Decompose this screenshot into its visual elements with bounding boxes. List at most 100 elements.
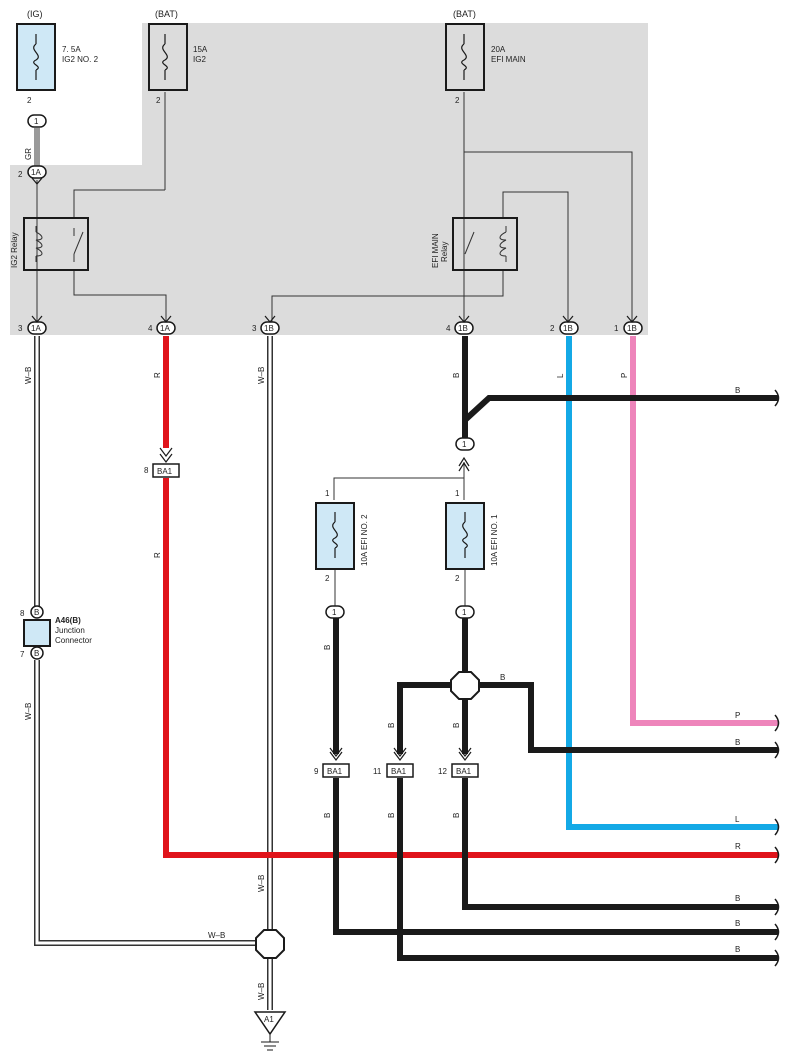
fuse-rating: 20A xyxy=(491,45,506,54)
connector-id: 1B xyxy=(458,324,468,333)
connector-ba1-8: 8 BA1 xyxy=(144,463,180,478)
connector-ba1-11: 11 BA1 xyxy=(373,763,414,778)
pin-number: 2 xyxy=(455,574,460,583)
fuse-rating: 7. 5A xyxy=(62,45,81,54)
pin-number: 3 xyxy=(252,324,257,333)
pin-number: 12 xyxy=(438,767,447,776)
pin-number: 8 xyxy=(144,466,149,475)
wire-label-b: B xyxy=(387,723,396,728)
connector-id: 1B xyxy=(264,324,274,333)
fuse-label: 10A EFI NO. 2 xyxy=(360,514,369,566)
pin-number: 2 xyxy=(18,170,23,179)
fuse-source-label: (BAT) xyxy=(155,9,178,19)
relay-block-panel xyxy=(10,23,648,335)
pin-number: 1 xyxy=(614,324,619,333)
wire-l xyxy=(566,336,778,830)
wire-color-labels: GR W–B R W–B B L P B R B B B B W–B P B B… xyxy=(24,148,741,1000)
pin-number: 2 xyxy=(156,96,161,105)
connector-1b-b: 4 1B xyxy=(446,321,474,335)
pin-number: 1 xyxy=(455,489,460,498)
ground-id: A1 xyxy=(264,1015,274,1024)
relay-label: Relay xyxy=(440,242,449,262)
fuse-efi-main: (BAT) 20A EFI MAIN 2 xyxy=(445,9,526,105)
pin-number: 4 xyxy=(148,324,153,333)
pin-number: 2 xyxy=(455,96,460,105)
wire-label-r: R xyxy=(735,842,741,851)
junction-connector-a46: 8 B B 7 A46(B) Junction Connector xyxy=(20,605,92,660)
wire-label-b: B xyxy=(387,813,396,818)
fuse-ig2: (BAT) 15A IG2 2 xyxy=(148,9,208,105)
svg-text:1: 1 xyxy=(332,608,337,617)
fuse-name: IG2 xyxy=(193,55,206,64)
junction-connector-name: Junction xyxy=(55,626,85,635)
connector-id: BA1 xyxy=(157,467,173,476)
pin-number: 9 xyxy=(314,767,319,776)
connector-id: BA1 xyxy=(456,767,472,776)
fuse-ig2-no2: (IG) 7. 5A IG2 NO. 2 2 xyxy=(16,9,99,105)
ground-a1: A1 xyxy=(253,1011,287,1051)
wire-label-wb: W–B xyxy=(257,875,266,892)
pin-number: 1 xyxy=(325,489,330,498)
wire-label-wb: W–B xyxy=(257,367,266,384)
wire-label-wb: W–B xyxy=(257,983,266,1000)
connector-1a-wb: 3 1A xyxy=(18,321,47,335)
fuse-name: IG2 NO. 2 xyxy=(62,55,99,64)
wire-label-b: B xyxy=(452,813,461,818)
svg-text:1: 1 xyxy=(34,117,39,126)
junction-connector-name: Connector xyxy=(55,636,92,645)
connector-id: 1A xyxy=(31,168,41,177)
pin-number: 3 xyxy=(18,324,23,333)
pin-number: 4 xyxy=(446,324,451,333)
fuse-leads xyxy=(334,570,466,606)
inline-connector-1-top: 1 xyxy=(27,114,47,128)
connector-1b-wb: 3 1B xyxy=(252,321,280,335)
wire-b xyxy=(333,336,778,961)
wire-label-b: B xyxy=(735,919,740,928)
pin-number: 7 xyxy=(20,650,25,659)
wire-label-wb: W–B xyxy=(208,931,225,940)
fuse-source-label: (IG) xyxy=(27,9,43,19)
pin-number: 2 xyxy=(27,96,32,105)
connector-id: 1A xyxy=(31,324,41,333)
splice-point-b xyxy=(450,671,480,700)
wire-label-r: R xyxy=(153,372,162,378)
svg-text:1: 1 xyxy=(462,608,467,617)
pin-number: 2 xyxy=(550,324,555,333)
fuse-name: EFI MAIN xyxy=(491,55,526,64)
wire-label-l: L xyxy=(735,815,740,824)
fuse-rating: 15A xyxy=(193,45,208,54)
connector-id: 1A xyxy=(160,324,170,333)
internal-wires xyxy=(36,92,633,500)
connector-ba1-9: 9 BA1 xyxy=(314,763,350,778)
pin-chevrons xyxy=(31,177,638,761)
wire-label-b: B xyxy=(452,373,461,378)
wire-label-p: P xyxy=(735,711,740,720)
connector-1b-l: 2 1B xyxy=(550,321,579,335)
wire-label-wb: W–B xyxy=(24,367,33,384)
wire-label-l: L xyxy=(556,373,565,378)
svg-text:1: 1 xyxy=(462,440,467,449)
wire-label-b: B xyxy=(735,894,740,903)
wire-label-wb: W–B xyxy=(24,703,33,720)
wire-label-b: B xyxy=(452,723,461,728)
inline-connector-1-fuse1: 1 xyxy=(455,605,475,619)
pin-number: 2 xyxy=(325,574,330,583)
wire-label-b: B xyxy=(323,813,332,818)
splice-point-wb xyxy=(255,929,285,959)
relay-label: EFI MAIN xyxy=(431,233,440,268)
wire-ends xyxy=(774,389,780,967)
connector-id: BA1 xyxy=(327,767,343,776)
fuse-efi-no1: 1 10A EFI NO. 1 2 xyxy=(445,489,499,583)
wire-label-b: B xyxy=(735,738,740,747)
wire-label-gr: GR xyxy=(24,148,33,160)
relay-label: IG2 Relay xyxy=(10,232,19,268)
wire-label-p: P xyxy=(620,373,629,378)
fuse-source-label: (BAT) xyxy=(453,9,476,19)
connector-1a-gr: 2 1A xyxy=(18,165,47,179)
wire-label-b: B xyxy=(500,673,505,682)
wire-label-r: R xyxy=(153,552,162,558)
relay-efi-main: EFI MAIN Relay xyxy=(431,217,518,271)
wire-p xyxy=(630,336,778,726)
wire-r xyxy=(163,336,778,858)
